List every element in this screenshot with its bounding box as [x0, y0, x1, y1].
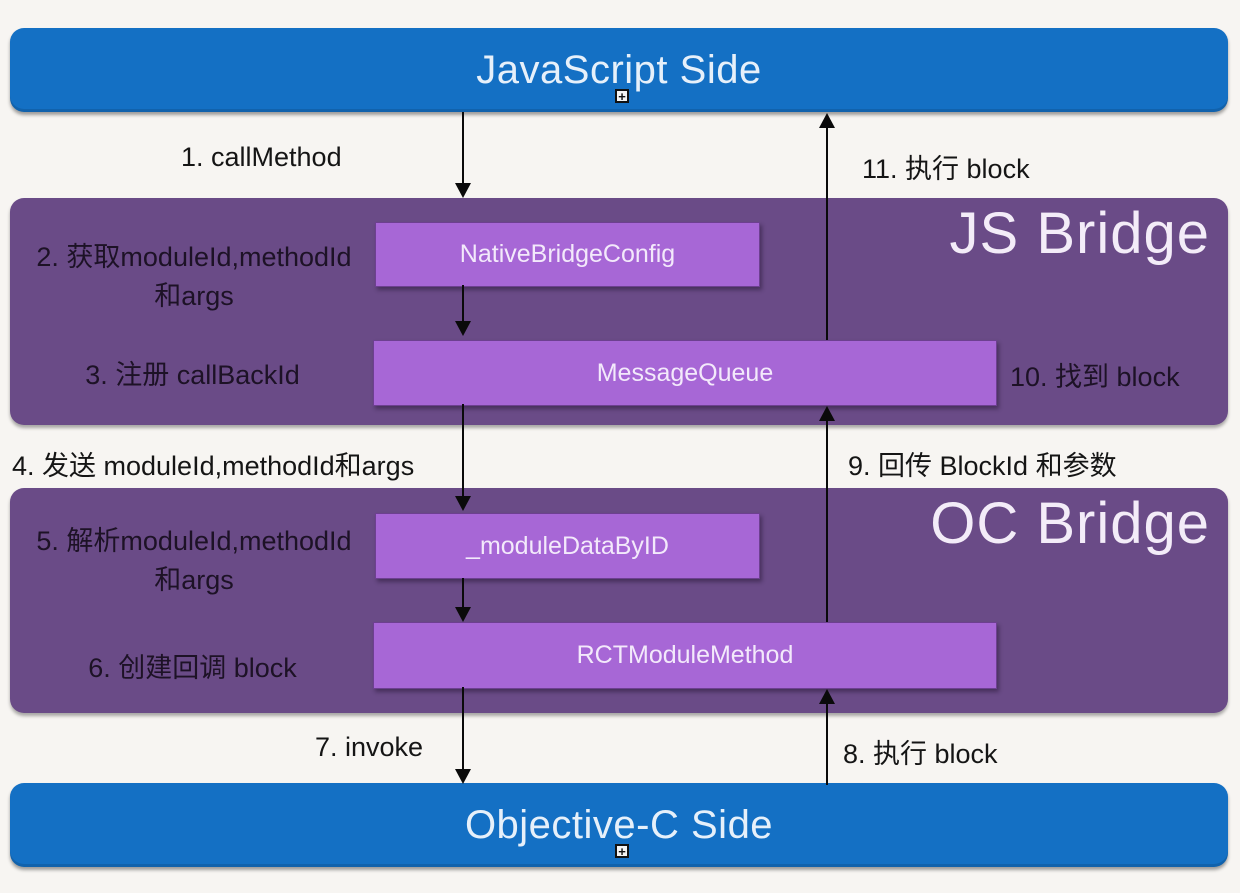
arrowhead-up-icon: [819, 406, 835, 421]
module-data-by-id-box: _moduleDataByID: [375, 513, 760, 579]
rct-module-method-label: RCTModuleMethod: [576, 641, 794, 669]
arrowhead-up-icon: [819, 689, 835, 704]
objective-c-side-title: Objective-C Side: [464, 802, 774, 847]
javascript-side-bar: JavaScript Side +: [10, 28, 1228, 112]
step-6-label: 6. 创建回调 block: [88, 653, 297, 683]
module-data-by-id-label: _moduleDataByID: [466, 531, 669, 560]
step-5-line1: 5. 解析moduleId,methodId: [36, 526, 352, 556]
arrow-line: [462, 404, 464, 497]
js-bridge-title: JS Bridge: [949, 201, 1210, 266]
step-4-label: 4. 发送 moduleId,methodId和args: [12, 451, 415, 481]
step-10-label: 10. 找到 block: [1010, 362, 1180, 392]
arrow-line: [462, 578, 464, 608]
arrowhead-down-icon: [455, 769, 471, 784]
objective-c-side-bar: Objective-C Side +: [10, 783, 1228, 867]
arrow-line: [462, 112, 464, 184]
javascript-side-title: JavaScript Side: [476, 47, 762, 92]
step-5-label: 5. 解析moduleId,methodId 和args: [18, 522, 370, 600]
step-9-label: 9. 回传 BlockId 和参数: [848, 451, 1117, 481]
js-bridge-panel: JS Bridge 2. 获取moduleId,methodId 和args N…: [10, 198, 1228, 425]
plus-handle-icon: +: [615, 89, 629, 103]
arrow-line: [462, 687, 464, 770]
plus-handle-icon: +: [615, 844, 629, 858]
step-5-line2: 和args: [154, 565, 234, 596]
step-2-label: 2. 获取moduleId,methodId 和args: [18, 238, 370, 316]
step-3-label: 3. 注册 callBackId: [85, 360, 300, 390]
arrow-line: [826, 703, 828, 785]
arrowhead-up-icon: [819, 113, 835, 128]
step-8-label: 8. 执行 block: [843, 739, 998, 769]
message-queue-box: MessageQueue: [373, 340, 997, 406]
step-7-label: 7. invoke: [315, 732, 424, 762]
native-bridge-config-label: NativeBridgeConfig: [459, 240, 676, 268]
arrow-line: [826, 127, 828, 340]
step-11-label: 11. 执行 block: [862, 154, 1030, 184]
step-2-line2: 和args: [154, 281, 234, 312]
arrow-line: [826, 420, 828, 622]
arrowhead-down-icon: [455, 183, 471, 198]
native-bridge-config-box: NativeBridgeConfig: [375, 222, 760, 287]
step-2-line1: 2. 获取moduleId,methodId: [36, 242, 352, 272]
arrowhead-down-icon: [455, 607, 471, 622]
arrow-line: [462, 285, 464, 322]
arrowhead-down-icon: [455, 321, 471, 336]
oc-bridge-panel: OC Bridge 5. 解析moduleId,methodId 和args _…: [10, 488, 1228, 713]
rct-module-method-box: RCTModuleMethod: [373, 622, 997, 689]
arrowhead-down-icon: [455, 496, 471, 511]
message-queue-label: MessageQueue: [596, 358, 774, 387]
step-1-label: 1. callMethod: [181, 142, 342, 172]
oc-bridge-title: OC Bridge: [930, 491, 1210, 556]
